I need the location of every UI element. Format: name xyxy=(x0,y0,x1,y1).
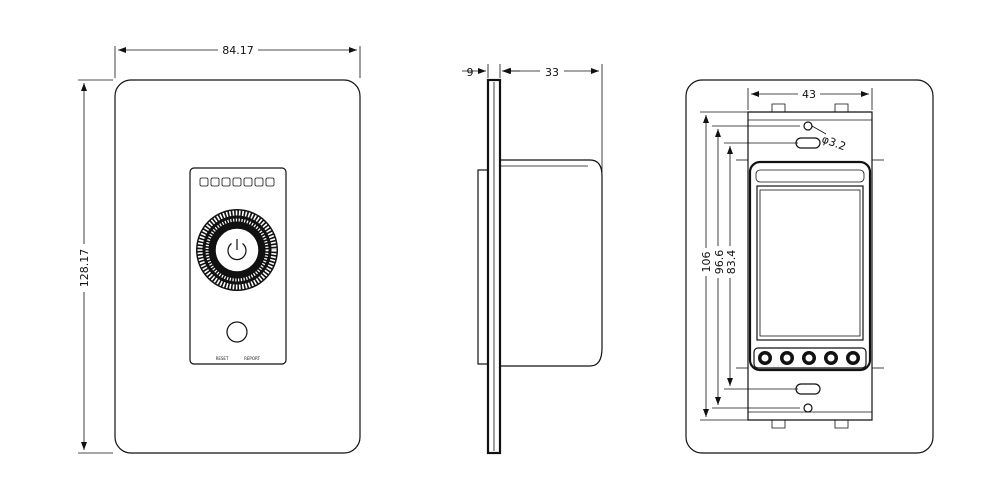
side-body xyxy=(500,159,603,367)
mounting-strap xyxy=(736,103,884,429)
back-cover-panel xyxy=(756,185,864,341)
depth-label: 33 xyxy=(545,66,559,79)
height-106-label: 106 xyxy=(700,252,713,273)
front-view: 84.17 128.17 xyxy=(76,42,361,454)
back-view: 43 φ3.2 106 96.6 83.4 xyxy=(685,79,934,454)
dimmer-knob xyxy=(196,209,278,291)
reset-label: RESET xyxy=(216,356,229,361)
back-wall-plate xyxy=(685,79,934,454)
height-83-4-label: 83.4 xyxy=(725,250,738,275)
hole-callout: φ3.2 xyxy=(811,125,848,154)
front-width-label: 84.17 xyxy=(222,44,254,57)
led-indicator-row xyxy=(199,177,275,187)
front-width-dimension: 84.17 xyxy=(114,42,361,78)
back-width-label: 43 xyxy=(802,88,816,101)
side-view: 9 33 xyxy=(462,64,603,455)
hole-diameter-label: φ3.2 xyxy=(820,133,848,154)
terminal-screws xyxy=(753,347,867,369)
reset-button-circle xyxy=(226,321,248,343)
front-height-dimension: 128.17 xyxy=(76,79,113,454)
front-wall-plate xyxy=(114,79,361,454)
power-icon xyxy=(227,239,247,261)
back-height-dimensions: 106 96.6 83.4 xyxy=(698,111,800,421)
height-96-6-label: 96.6 xyxy=(713,250,726,275)
side-dimensions: 9 33 xyxy=(462,64,603,172)
control-panel xyxy=(189,167,287,365)
report-label: REPORT xyxy=(244,356,260,361)
device-body xyxy=(748,160,872,372)
plate-thickness-label: 9 xyxy=(467,66,474,79)
front-height-label: 128.17 xyxy=(78,249,91,288)
back-width-dimension: 43 xyxy=(747,87,873,110)
